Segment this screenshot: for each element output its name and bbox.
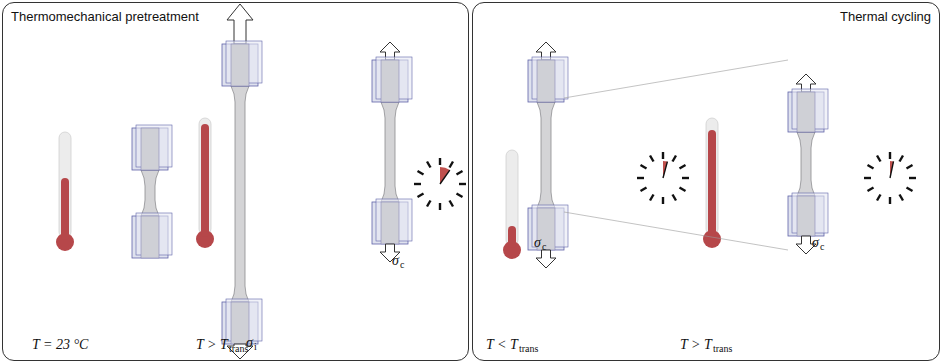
panel-title: Thermomechanical pretreatment	[11, 9, 199, 24]
symbol-label: T > T	[680, 338, 712, 352]
symbol-label: σ	[246, 336, 253, 350]
panel-title: Thermal cycling	[840, 9, 931, 24]
symbol-label: T < T	[486, 338, 518, 352]
symbol-label: σ	[534, 236, 541, 250]
symbol-label: T = 23 °C	[32, 338, 88, 352]
subscript-label: trans	[713, 344, 732, 354]
symbol-label: σ	[812, 236, 819, 250]
subscript-label: c	[542, 242, 546, 252]
subscript-label: i	[254, 342, 257, 352]
subscript-label: trans	[229, 344, 248, 354]
subscript-label: c	[820, 242, 824, 252]
subscript-label: trans	[519, 344, 538, 354]
stage-panel: Thermomechanical pretreatment	[2, 2, 469, 361]
subscript-label: c	[400, 260, 404, 270]
stage-panel: Thermal cycling	[472, 2, 940, 361]
symbol-label: T > T	[196, 338, 228, 352]
symbol-label: σ	[392, 254, 399, 268]
